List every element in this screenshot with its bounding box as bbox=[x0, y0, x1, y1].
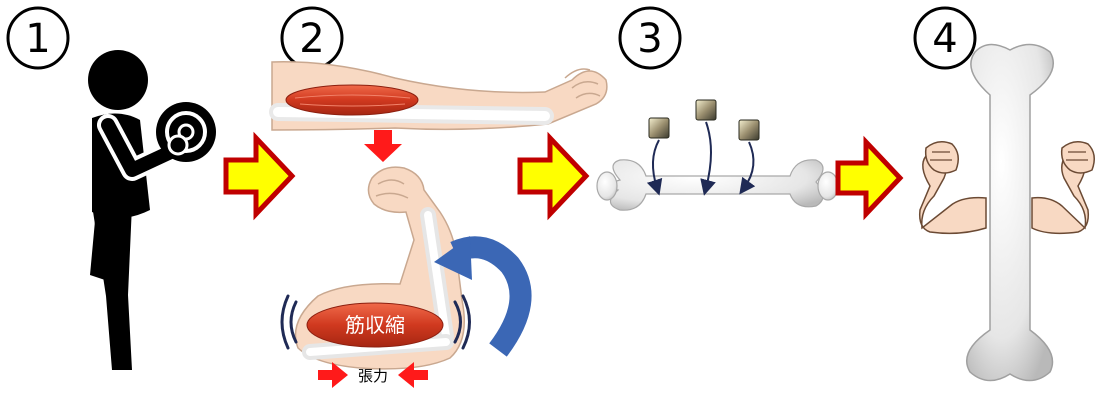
step-number-1: 1 bbox=[6, 6, 70, 70]
deposit-arrow-icon bbox=[646, 121, 756, 196]
svg-text:2: 2 bbox=[299, 16, 324, 62]
weightlifter-icon bbox=[88, 50, 216, 370]
arm-flex-icon: 筋収縮 張力 bbox=[294, 166, 465, 388]
flow-arrow-2 bbox=[517, 131, 590, 221]
step-number-4: 4 bbox=[913, 6, 977, 70]
curved-arrow-icon bbox=[434, 236, 532, 357]
flexed-arm-right-icon bbox=[1031, 141, 1095, 235]
down-arrow-icon bbox=[364, 130, 402, 162]
flow-arrow-3 bbox=[835, 135, 904, 221]
arm-extended-icon bbox=[269, 61, 608, 131]
strong-bone-icon bbox=[966, 43, 1054, 382]
svg-text:1: 1 bbox=[25, 16, 50, 62]
mineral-crystal-icon bbox=[648, 99, 760, 141]
svg-text:4: 4 bbox=[932, 16, 957, 62]
flow-arrow-1 bbox=[223, 131, 296, 221]
contraction-label: 筋収縮 bbox=[345, 313, 405, 337]
bone-mineral-icon bbox=[596, 159, 839, 211]
step-number-2: 2 bbox=[280, 6, 344, 70]
flexed-arm-left-icon bbox=[918, 141, 987, 235]
step-number-3: 3 bbox=[618, 6, 682, 70]
tension-label: 張力 bbox=[358, 367, 388, 385]
svg-text:3: 3 bbox=[637, 16, 662, 62]
vibration-lines-icon bbox=[280, 294, 471, 350]
